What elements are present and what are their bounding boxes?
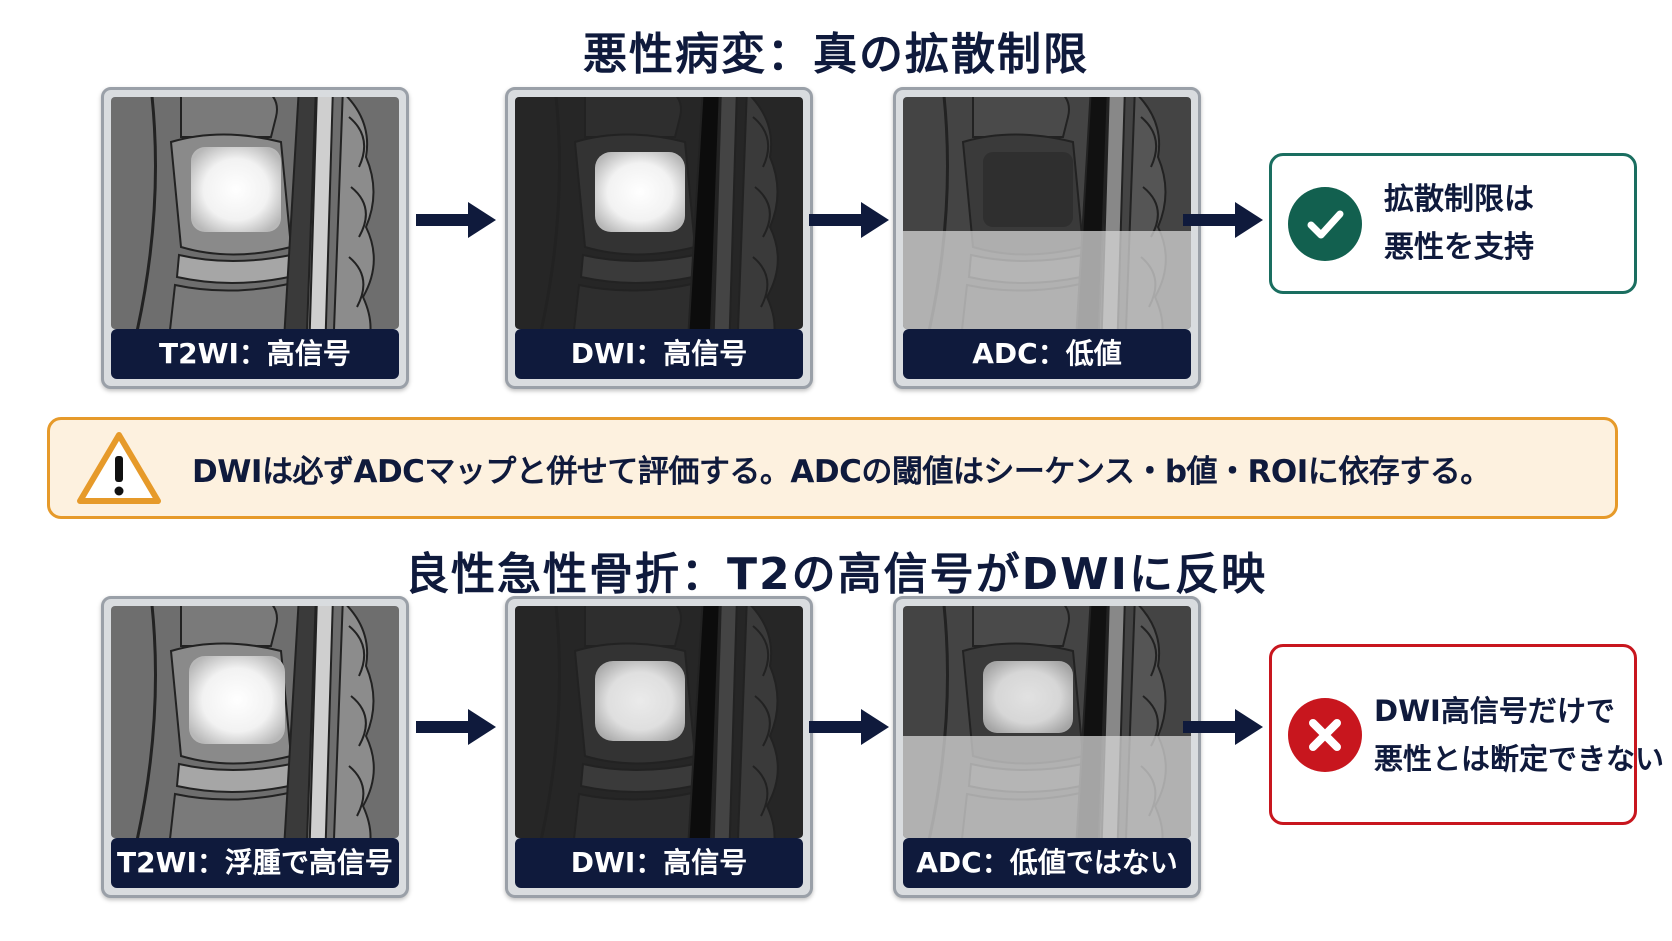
bottom-section-title: 良性急性骨折：T2の高信号がDWIに反映 [404, 549, 1268, 600]
panel-label: T2WI：浮腫で高信号 [111, 838, 399, 888]
arrow-right-icon [809, 709, 889, 745]
mri-panel-adc-benign: ADC：低値ではない [893, 596, 1201, 898]
mri-panel-dwi-benign: DWI：高信号 [505, 596, 813, 898]
result-line-2: 悪性を支持 [1384, 229, 1534, 265]
arrow-right-icon [416, 202, 496, 238]
result-text: 拡散制限は 悪性を支持 [1384, 176, 1534, 272]
mri-image-t2wi-malignant [111, 97, 399, 329]
mri-panel-t2wi-benign: T2WI：浮腫で高信号 [101, 596, 409, 898]
result-line-1: 拡散制限は [1384, 181, 1534, 217]
mri-panel-dwi-malignant: DWI：高信号 [505, 87, 813, 389]
mri-image-dwi-benign [515, 606, 803, 838]
result-box-not-conclusive: DWI高信号だけで 悪性とは断定できない [1269, 644, 1664, 825]
result-text: DWI高信号だけで 悪性とは断定できない [1374, 687, 1664, 783]
result-line-1: DWI高信号だけで [1374, 693, 1615, 728]
panel-label: ADC：低値 [903, 329, 1191, 379]
warning-icon [77, 432, 161, 504]
mri-panel-adc-malignant: ADC：低値 [893, 87, 1201, 389]
panel-label: T2WI：高信号 [111, 329, 399, 379]
panel-label: DWI：高信号 [515, 329, 803, 379]
mri-panel-t2wi-malignant: T2WI：高信号 [101, 87, 409, 389]
result-line-2: 悪性とは断定できない [1374, 741, 1665, 776]
top-section-title: 悪性病変：真の拡散制限 [583, 29, 1089, 80]
arrow-right-icon [416, 709, 496, 745]
panel-label: DWI：高信号 [515, 838, 803, 888]
result-box-supports-malignancy: 拡散制限は 悪性を支持 [1269, 153, 1637, 294]
arrow-right-icon [1183, 202, 1263, 238]
mri-image-t2wi-benign [111, 606, 399, 838]
panel-label: ADC：低値ではない [903, 838, 1191, 888]
mri-image-dwi-malignant [515, 97, 803, 329]
warning-banner: DWIは必ずADCマップと併せて評価する。ADCの閾値はシーケンス・b値・ROI… [47, 417, 1618, 519]
arrow-right-icon [1183, 709, 1263, 745]
mri-image-adc-benign [903, 606, 1191, 838]
warning-text: DWIは必ずADCマップと併せて評価する。ADCの閾値はシーケンス・b値・ROI… [192, 453, 1491, 490]
arrow-right-icon [809, 202, 889, 238]
check-icon [1288, 186, 1362, 261]
x-icon [1288, 697, 1362, 772]
mri-image-adc-malignant [903, 97, 1191, 329]
